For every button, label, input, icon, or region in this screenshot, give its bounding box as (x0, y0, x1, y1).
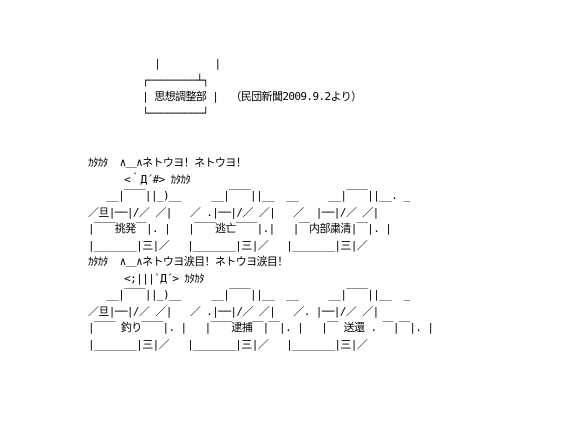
art-line-sign-hanger: | | (88, 57, 221, 70)
art-line-desks-2-top: __|￣￣||_)__ __|￣￣||__ __ __|￣￣||__ _ (88, 288, 410, 301)
art-line-desks-1-top: __|￣￣||_)__ __|￣￣||__ __ __|￣￣||__. _ (88, 189, 410, 202)
art-line-sign-top: ┌────────┴┐ (88, 73, 209, 87)
art-line-desks-2-labels: |￣￣ 釣り￣￣|. | |￣￣逮捕￣|￣|. | |￣ 送還 . ￣|￣|. … (88, 321, 434, 334)
art-line-desks-2-mid: ／旦|──|/／ ／| ／ .|──|/／ ／| ／. |──|/／ ／| (88, 304, 379, 318)
ascii-art-block: | | ┌────────┴┐ | 思想調整部 | （民団新聞2009.9.2よ… (88, 56, 434, 353)
art-line-desks-1-labels: |￣￣挑発￣|. | |￣￣逃亡￣￣|.| |￣内部粛清|￣|. | (88, 222, 392, 235)
art-line-sign-title: | 思想調整部 | （民団新聞2009.9.2より） (88, 90, 362, 103)
art-line-face-2: <;|||`Д´> ｶﾀｶﾀ (88, 271, 204, 285)
art-line-desks-1-mid: ／旦|──|/／ ／| ／ .|──|/／ ／| ／ |──|/／ ／| (88, 205, 379, 219)
art-line-blank (88, 122, 433, 139)
art-line-desks-2-bottom: |_______|三|／ |_______|三|／ |_______|三|／ (88, 337, 368, 351)
art-line-chant-1: ｶﾀｶﾀ ∧＿∧ネトウヨ！ネトウヨ！ (88, 156, 247, 169)
art-line-face-1: <｀Д´#> ｶﾀｶﾀ (88, 172, 191, 186)
art-line-sign-bottom: └─────────┘ (88, 106, 209, 120)
art-line-chant-2: ｶﾀｶﾀ ∧＿∧ネトウヨ涙目！ネトウヨ涙目！ (88, 255, 288, 268)
art-line-blank (88, 139, 433, 156)
art-line-desks-1-bottom: |_______|三|／ |_______|三|／ |_______|三|／ (88, 238, 368, 252)
